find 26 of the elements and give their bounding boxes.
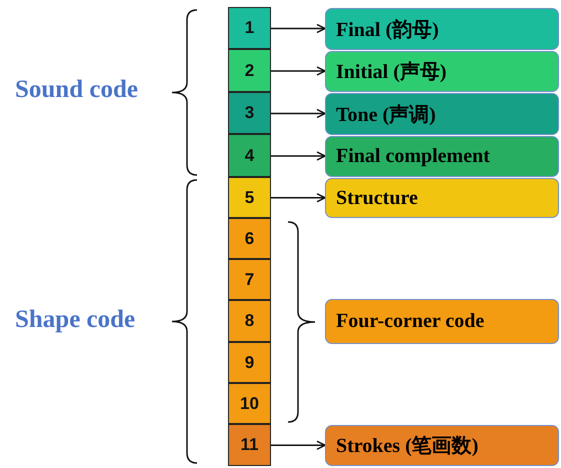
label-box: Strokes (笔画数) (325, 425, 559, 466)
arrow (271, 193, 326, 202)
number-cell: 8 (228, 300, 271, 342)
arrow (271, 66, 326, 76)
number-cell: 4 (228, 134, 271, 177)
number-cell: 1 (228, 7, 271, 49)
number-cell: 10 (228, 383, 271, 424)
number-cell: 7 (228, 259, 271, 300)
arrow (271, 440, 326, 450)
number-cell: 6 (228, 218, 271, 259)
number-cell: 2 (228, 49, 271, 92)
label-box: Four-corner code (325, 299, 559, 344)
arrow (271, 108, 326, 118)
number-cell: 3 (228, 92, 271, 134)
group-label: Shape code (15, 306, 136, 334)
number-cell: 9 (228, 342, 271, 383)
group-label: Sound code (15, 76, 138, 104)
label-box: Structure (325, 178, 559, 218)
arrow (271, 151, 326, 161)
label-box: Initial (声母) (325, 51, 559, 92)
number-cell: 11 (228, 424, 271, 466)
label-box: Tone (声调) (325, 93, 559, 135)
label-box: Final complement (325, 136, 559, 177)
label-box: Final (韵母) (325, 8, 559, 50)
arrow (271, 24, 326, 34)
number-cell: 5 (228, 177, 271, 218)
